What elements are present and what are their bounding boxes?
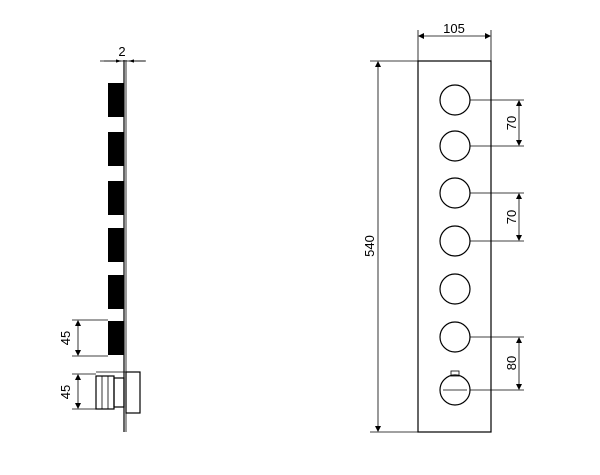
dim-wall-thickness-label: 2 <box>118 44 125 59</box>
dim-spacing-middle-label: 70 <box>504 210 519 224</box>
front-plate <box>417 60 492 433</box>
dim-plate-height: 540 <box>362 60 418 433</box>
control-knob <box>439 177 471 209</box>
thermostat-indicator <box>450 370 460 377</box>
side-view: 2 45 <box>58 44 146 432</box>
dim-spacing-middle: 70 <box>470 192 524 242</box>
control-knob <box>439 130 471 162</box>
control-knob <box>439 321 471 353</box>
dim-valve-depth: 45 <box>58 373 96 410</box>
dim-spacing-lower: 80 <box>470 336 524 391</box>
handle-block <box>108 228 124 262</box>
control-knob <box>439 84 471 116</box>
front-knobs <box>439 84 471 406</box>
control-knob <box>439 273 471 305</box>
handle-block <box>108 83 124 117</box>
dim-handle-depth: 45 <box>58 319 108 357</box>
control-knob <box>439 225 471 257</box>
dim-plate-width: 105 <box>417 21 492 61</box>
dim-spacing-lower-label: 80 <box>504 356 519 370</box>
dim-spacing-upper-label: 70 <box>504 116 519 130</box>
dim-valve-depth-label: 45 <box>58 385 73 399</box>
dim-spacing-upper: 70 <box>470 99 524 147</box>
handle-block <box>108 132 124 166</box>
front-view: 105 540 <box>362 21 524 433</box>
handle-block <box>108 321 124 355</box>
dim-plate-width-label: 105 <box>443 21 465 36</box>
handle-block <box>108 275 124 309</box>
dim-plate-height-label: 540 <box>362 235 377 257</box>
side-valve <box>95 371 141 414</box>
handle-block <box>108 181 124 215</box>
dim-wall-thickness: 2 <box>100 44 146 63</box>
dim-handle-depth-label: 45 <box>58 331 73 345</box>
side-handles <box>108 83 124 355</box>
